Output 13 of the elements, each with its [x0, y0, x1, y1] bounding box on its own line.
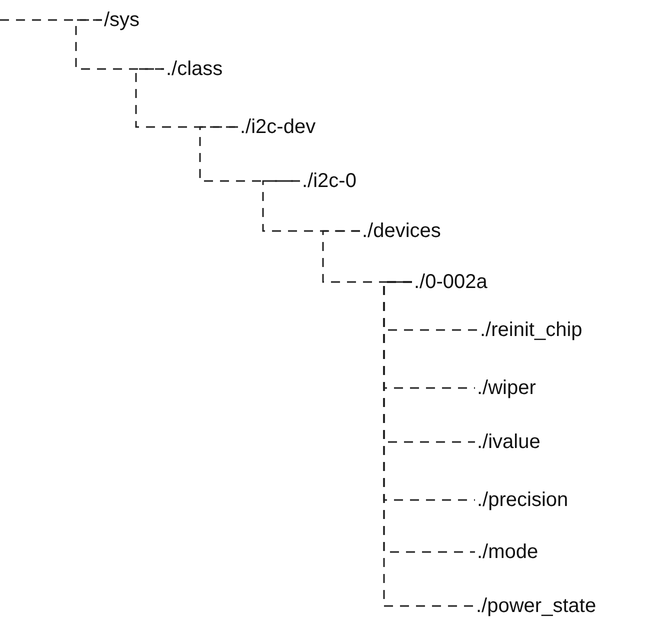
path-label: ./precision [477, 488, 568, 512]
path-label: ./ivalue [477, 430, 540, 454]
path-label: ./0-002a [414, 270, 488, 294]
path-label: ./reinit_chip [480, 318, 582, 342]
path-label: ./i2c-0 [302, 169, 356, 193]
path-label: /sys [104, 8, 140, 32]
tree-connector [383, 281, 474, 607]
path-label: ./power_state [476, 594, 596, 618]
path-label: ./wiper [477, 376, 536, 400]
path-label: ./class [166, 57, 223, 81]
path-label: ./i2c-dev [240, 115, 316, 139]
path-label: ./devices [362, 219, 441, 243]
path-label: ./mode [477, 540, 538, 564]
